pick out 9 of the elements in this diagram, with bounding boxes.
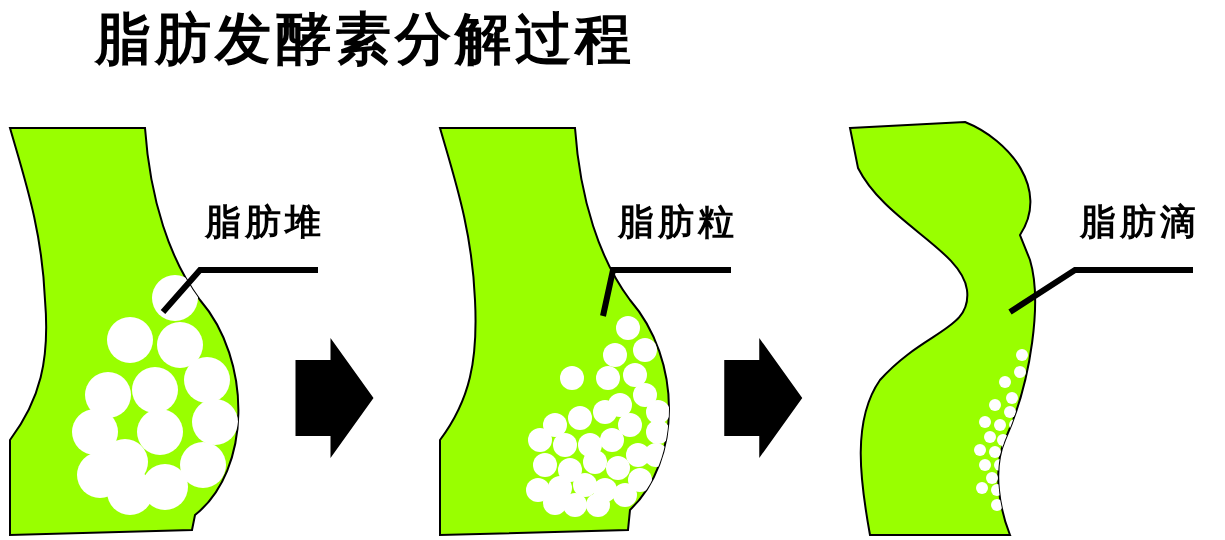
label-text: 脂肪粒 xyxy=(618,198,738,247)
label-text: 脂肪堆 xyxy=(205,198,325,247)
leader-line xyxy=(160,267,318,314)
leader-line xyxy=(1008,267,1193,315)
leader-line xyxy=(600,267,731,317)
label-text: 脂肪滴 xyxy=(1080,198,1200,247)
block-arrow xyxy=(724,338,803,458)
title: 脂肪发酵素分解过程 xyxy=(95,5,635,73)
block-arrow xyxy=(295,338,374,458)
